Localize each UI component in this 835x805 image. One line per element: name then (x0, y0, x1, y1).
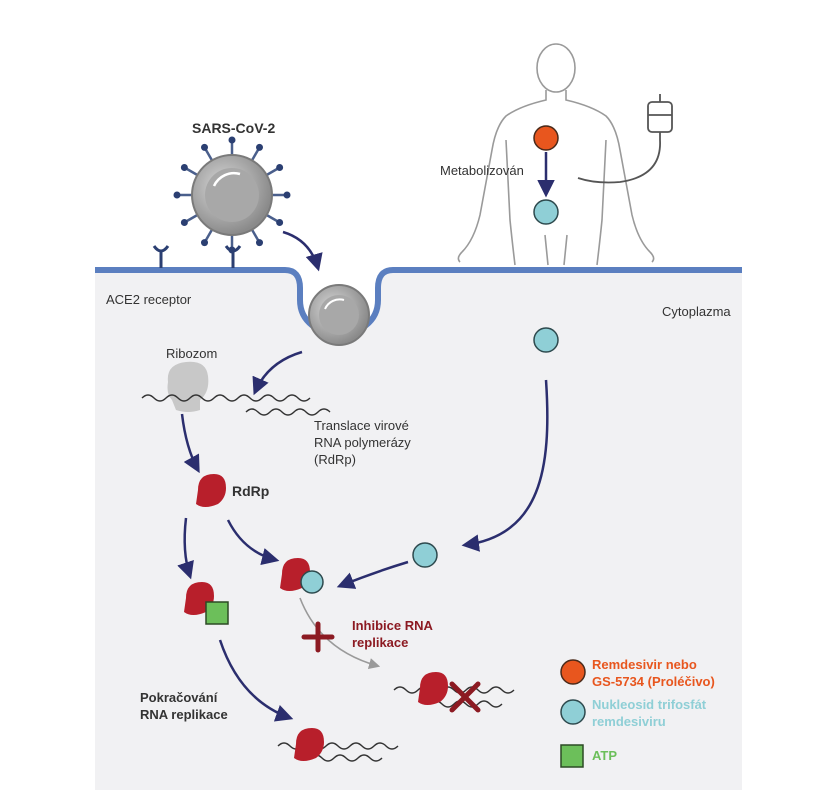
inhibition-label-2: replikace (352, 635, 409, 650)
metabolite-near-rdrp-icon (412, 542, 438, 568)
virus-spike-tip (256, 239, 263, 247)
sars-cov-2-virus (173, 136, 291, 254)
rdrp-with-atp (184, 582, 229, 625)
virus-spike-tip (276, 219, 284, 226)
ace2-receptor-1 (152, 245, 170, 268)
virus-spike-tip (228, 246, 236, 254)
cytoplasm-area (95, 270, 742, 790)
legend-atp-label: ATP (592, 748, 618, 763)
translation-arrow (180, 413, 200, 474)
iv-bag-icon (577, 94, 673, 184)
legend-remdesivir-label-1: Remdesivir nebo (592, 657, 697, 672)
cytoplasm-label: Cytoplazma (662, 304, 731, 319)
inhibition-label-1: Inhibice RNA (352, 618, 433, 633)
virus-spike-tip (180, 219, 188, 226)
blocked-rna-strand-2 (429, 700, 503, 708)
rdrp-icon (196, 474, 226, 507)
remdesivir-prodrug-icon (533, 125, 559, 151)
legend-green-square-icon (560, 744, 584, 768)
rdrp-to-remdesivir-arrow (226, 519, 280, 566)
virus-spike-tip (180, 164, 188, 171)
continuation-label-2: RNA replikace (140, 707, 228, 722)
ribosome-label: Ribozom (166, 346, 218, 361)
inhibition-cross-icon (301, 621, 335, 653)
translation-label-3: (RdRp) (314, 452, 356, 467)
endocytosed-virus (308, 284, 370, 346)
inhibited-path-arrow (299, 597, 381, 670)
rdrp-with-remdesivir (280, 558, 324, 594)
translation-label-2: RNA polymerázy (314, 435, 411, 450)
replicating-rna-strand-2 (309, 754, 383, 762)
translation-label-1: Translace virové (314, 418, 409, 433)
legend-teal-circle-icon (560, 699, 586, 725)
human-body-icon (457, 43, 655, 266)
virus-label: SARS-CoV-2 (192, 120, 276, 136)
metabolite-path-arrow (461, 379, 549, 552)
entry-arrow (282, 230, 323, 272)
virus-spike-tip (276, 164, 284, 171)
virus-spike-tip (201, 143, 208, 151)
virus-spike-tip (256, 143, 263, 151)
continuation-label-1: Pokračování (140, 690, 218, 705)
receptor-label: ACE2 receptor (106, 292, 192, 307)
metabolite-to-rdrp-arrow (336, 560, 409, 589)
release-arrow (252, 350, 303, 396)
legend-nucleoside-label-2: remdesiviru (592, 714, 666, 729)
rdrp-label: RdRp (232, 483, 270, 499)
blocked-rna-strand (393, 686, 515, 694)
virus-spike-tip (173, 191, 181, 199)
replicating-rdrp-icon (294, 728, 324, 761)
metabolite-in-cytoplasm-icon (533, 327, 559, 353)
continue-arrow (218, 639, 294, 722)
ribosome-icon (167, 361, 209, 412)
block-cross-icon (449, 681, 481, 713)
rdrp-to-atp-arrow (177, 517, 194, 580)
viral-mrna-strand (141, 394, 311, 402)
legend-orange-circle-icon (560, 659, 586, 685)
virus-spike-tip (201, 239, 208, 247)
virus-spike-tip (228, 136, 236, 144)
legend-nucleoside-label-1: Nukleosid trifosfát (592, 697, 707, 712)
virus-spike-tip (283, 191, 291, 199)
metabolized-label: Metabolizován (440, 163, 524, 178)
legend-remdesivir-label-2: GS-5734 (Proléčivo) (592, 674, 715, 689)
viral-mrna-strand-2 (245, 408, 331, 416)
metabolite-in-body-icon (533, 199, 559, 225)
blocked-rdrp-icon (418, 672, 448, 705)
